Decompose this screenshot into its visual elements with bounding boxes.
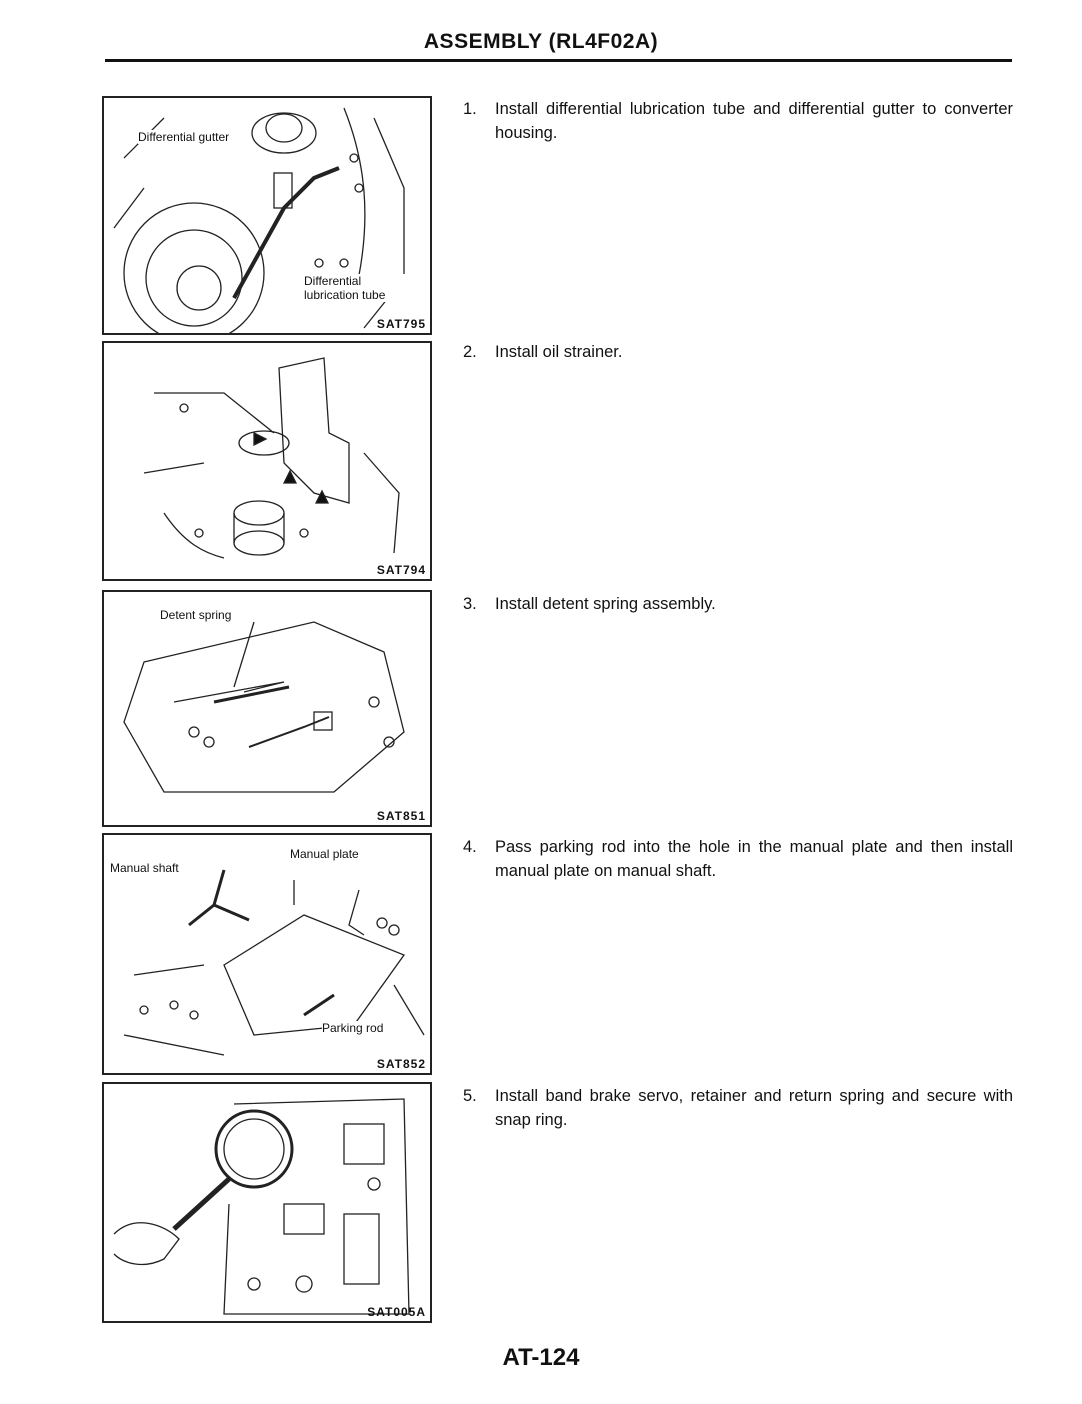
step-number: 3. xyxy=(463,595,477,613)
oil-strainer-illustration xyxy=(143,357,400,559)
figure-sat794: SAT794 xyxy=(102,341,432,581)
step-text: Install detent spring assembly. xyxy=(495,595,716,613)
label-manual-shaft: Manual shaft xyxy=(110,861,179,875)
detent-spring-illustration xyxy=(123,621,405,793)
figure-code: SAT852 xyxy=(376,1057,426,1071)
page-number: AT-124 xyxy=(502,1344,580,1371)
figure-sat795: Differential gutter Differential lubrica… xyxy=(102,96,432,335)
label-differential-gutter: Differential gutter xyxy=(138,130,230,144)
label-detent-spring: Detent spring xyxy=(160,608,232,622)
page-title: ASSEMBLY (RL4F02A) xyxy=(423,30,659,53)
figure-code: SAT005A xyxy=(367,1305,426,1319)
figure-sat851: Detent spring SAT851 xyxy=(102,590,432,827)
label-parking-rod: Parking rod xyxy=(322,1021,384,1035)
figure-code: SAT851 xyxy=(376,809,426,823)
label-differential-lubrication-tube: Differential lubrication tube xyxy=(304,274,414,302)
step-number: 2. xyxy=(463,343,477,361)
figure-sat005a: SAT005A xyxy=(102,1082,432,1323)
step-text: Install oil strainer. xyxy=(495,343,623,361)
step-text: Install band brake servo, retainer and r… xyxy=(495,1087,1013,1129)
band-servo-illustration xyxy=(113,1098,410,1315)
step-text: Install differential lubrication tube an… xyxy=(495,100,1013,142)
step-number: 1. xyxy=(463,100,477,118)
step-3: 3. Install detent spring assembly. xyxy=(463,592,1013,616)
label-manual-plate: Manual plate xyxy=(290,847,359,861)
figure-code: SAT795 xyxy=(376,317,426,331)
header-rule xyxy=(105,59,1012,62)
step-text: Pass parking rod into the hole in the ma… xyxy=(495,838,1013,880)
step-number: 5. xyxy=(463,1087,477,1105)
figure-code: SAT794 xyxy=(376,563,426,577)
step-5: 5. Install band brake servo, retainer an… xyxy=(463,1084,1013,1132)
step-number: 4. xyxy=(463,838,477,856)
figure-sat852: Manual shaft Manual plate Parking rod SA… xyxy=(102,833,432,1075)
step-2: 2. Install oil strainer. xyxy=(463,340,1013,364)
manual-plate-illustration xyxy=(123,869,425,1056)
step-1: 1. Install differential lubrication tube… xyxy=(463,97,1013,145)
step-4: 4. Pass parking rod into the hole in the… xyxy=(463,835,1013,883)
